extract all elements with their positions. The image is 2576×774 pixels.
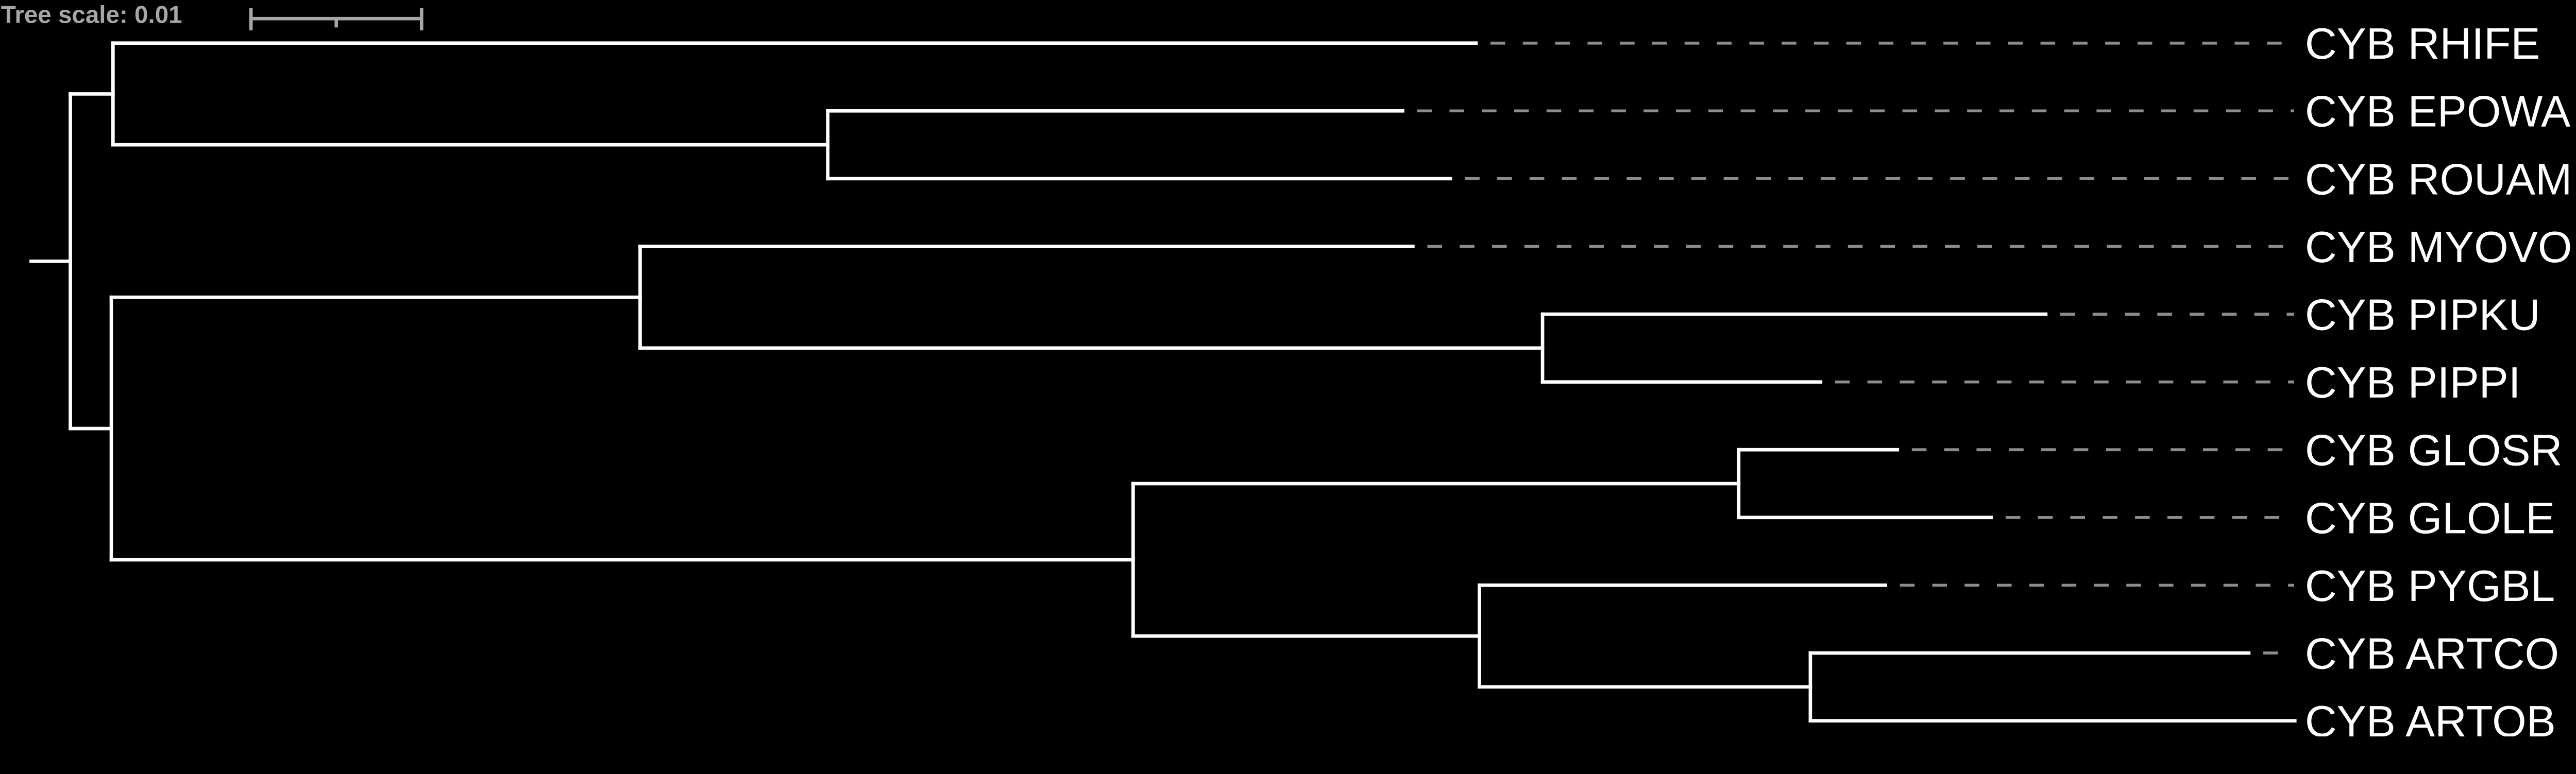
leaf-label-CYB-GLOLE[interactable]: CYB GLOLE xyxy=(2305,493,2555,543)
phylogenetic-tree-svg: CYB RHIFE CYB EPOWA CYB ROUAM CYB MYOVO CYB … xyxy=(1,1,2572,737)
tree-branches xyxy=(29,41,2297,723)
leaf-leader-lines xyxy=(1417,41,2294,655)
leaf-label-CYB-PYGBL[interactable]: CYB PYGBL xyxy=(2305,561,2555,611)
tree-scale-bar xyxy=(249,8,423,30)
leaf-label-CYB-EPOWA[interactable]: CYB EPOWA xyxy=(2305,87,2570,136)
tree-canvas: CYB RHIFE CYB EPOWA CYB ROUAM CYB MYOVO CYB … xyxy=(1,1,2572,737)
leaf-label-CYB-ROUAM[interactable]: CYB ROUAM xyxy=(2305,154,2572,204)
tree-scale-label: Tree scale: 0.01 xyxy=(1,2,182,29)
leaf-label-CYB-PIPKU[interactable]: CYB PIPKU xyxy=(2305,290,2540,340)
leaf-label-CYB-GLOSR[interactable]: CYB GLOSR xyxy=(2305,426,2563,475)
leaf-label-CYB-ARTOB[interactable]: CYB ARTOB xyxy=(2305,697,2556,736)
leaf-label-CYB-MYOVO[interactable]: CYB MYOVO xyxy=(2305,222,2572,272)
leaf-labels: CYB RHIFE CYB EPOWA CYB ROUAM CYB MYOVO CYB … xyxy=(2305,19,2572,736)
leaf-label-CYB-PIPPI[interactable]: CYB PIPPI xyxy=(2305,358,2521,407)
leaf-label-CYB-ARTCO[interactable]: CYB ARTCO xyxy=(2305,629,2559,678)
leaf-label-CYB-RHIFE[interactable]: CYB RHIFE xyxy=(2305,19,2540,68)
